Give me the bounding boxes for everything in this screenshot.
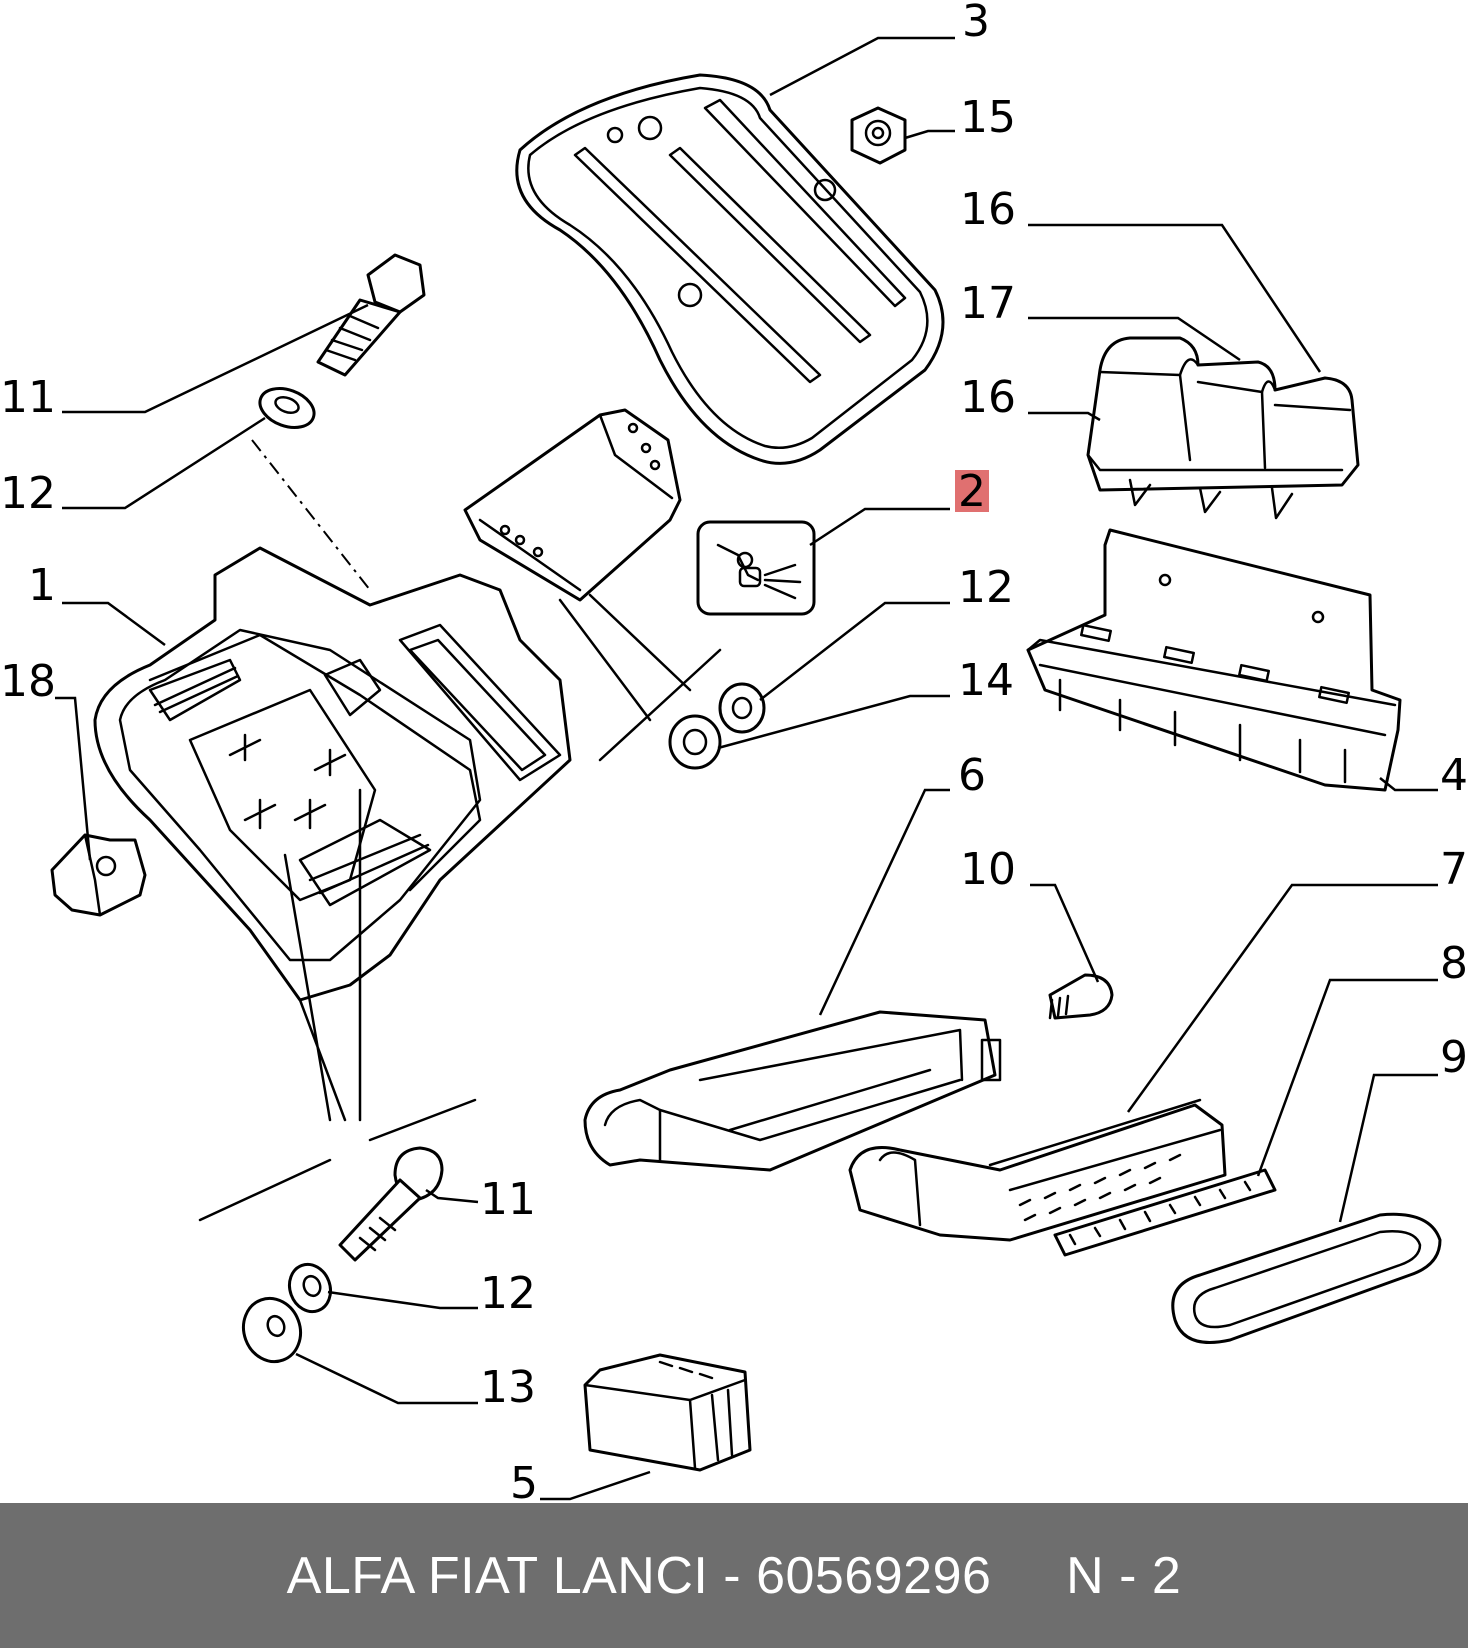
part-16-17-relays: [1086, 336, 1360, 520]
bulb-icon: [696, 520, 816, 616]
callout-4: 4: [1440, 750, 1468, 801]
callout-14: 14: [958, 655, 1014, 706]
part-11-bolt-top: [316, 253, 426, 377]
part-10-screw: [1048, 973, 1114, 1020]
callout-11-top: 11: [0, 372, 56, 423]
part-11-bolt-bottom: [338, 1146, 444, 1262]
part-2-module: [463, 408, 692, 722]
callout-16-bottom: 16: [960, 372, 1016, 423]
assembly-axis-line: [251, 439, 371, 591]
callout-12-top: 12: [0, 468, 56, 519]
callout-15: 15: [960, 92, 1016, 143]
part-12-washer-right: [718, 682, 766, 734]
callout-5: 5: [510, 1458, 538, 1503]
callout-7: 7: [1440, 844, 1468, 895]
callout-1: 1: [28, 560, 56, 611]
part-12-washer-top: [258, 387, 316, 429]
callout-10: 10: [960, 844, 1016, 895]
callout-12-bottom: 12: [480, 1268, 536, 1319]
part-6-duct: [583, 1010, 1002, 1172]
callout-13: 13: [480, 1362, 536, 1413]
callout-9: 9: [1440, 1032, 1468, 1083]
part-4-fuse-base: [1026, 528, 1402, 792]
callout-11-bottom: 11: [480, 1174, 536, 1225]
part-5-relay-block: [583, 1353, 752, 1472]
callout-8: 8: [1440, 938, 1468, 989]
part-1-tray: [93, 546, 722, 1222]
part-3-cover: [515, 73, 945, 465]
part-7-connector: [848, 1098, 1227, 1242]
callout-6: 6: [958, 750, 986, 801]
callout-16-top: 16: [960, 184, 1016, 235]
callout-12-right: 12: [958, 562, 1014, 613]
part-12-washer-bottom: [287, 1262, 333, 1314]
callout-3: 3: [962, 0, 990, 47]
footer-part-number: ALFA FIAT LANCI - 60569296 N - 2: [286, 1546, 1182, 1605]
part-9-gasket: [1171, 1212, 1442, 1344]
leader-lines: [55, 36, 1438, 1501]
parts-diagram: 3 15 16 17 16 2 12 14 4 6 10 7 8 9 11 12…: [0, 0, 1468, 1503]
callout-2-highlight: [955, 470, 989, 512]
footer-bar: ALFA FIAT LANCI - 60569296 N - 2: [0, 1503, 1468, 1648]
part-15-nut: [850, 106, 907, 165]
callout-17: 17: [960, 278, 1016, 329]
callout-2: 2: [958, 466, 986, 517]
callout-18: 18: [0, 656, 56, 707]
part-8-strip: [1053, 1168, 1277, 1257]
part-13-washer: [242, 1296, 302, 1364]
part-14-nut: [668, 714, 722, 770]
part-18-clip: [50, 833, 147, 917]
